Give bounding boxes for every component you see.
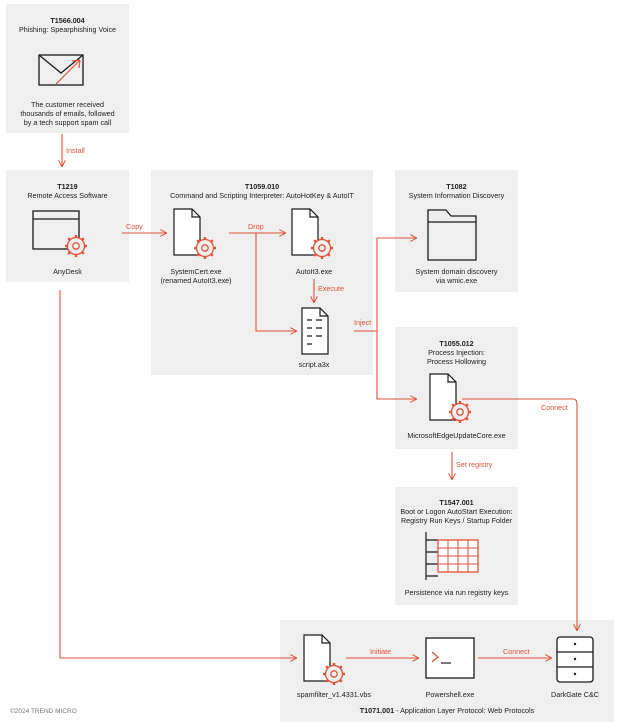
terminal-icon (425, 637, 475, 679)
remote-id: T1219 (57, 182, 78, 191)
discovery-desc-1: System domain discovery (415, 267, 498, 276)
edge-connect (462, 398, 577, 630)
autostart-title-2: Registry Run Keys / Startup Folder (400, 516, 513, 525)
edge-inject-label: Inject (354, 318, 372, 327)
edge-inject (354, 238, 416, 332)
script-file-icon (301, 307, 329, 355)
edge-drop-branch (255, 233, 296, 331)
edge-execute-label: Execute (318, 284, 344, 293)
webproto-id: T1071.001 (359, 706, 395, 715)
vbs-file-icon (303, 634, 347, 687)
darkgate-label: DarkGate C&C (551, 690, 599, 699)
edge-install-label: Install (66, 146, 85, 155)
systemcert-label: SystemCert.exe (170, 267, 222, 276)
application-window-icon (32, 210, 89, 259)
edge-connect-label: Connect (541, 403, 568, 412)
injection-title-2: Process Hollowing (426, 357, 487, 366)
phishing-desc-3: by a tech support spam call (23, 118, 112, 127)
envelope-icon (38, 54, 84, 86)
autostart-id: T1547.001 (439, 498, 474, 507)
systemcert-file-icon (173, 208, 218, 261)
autostart-title-1: Boot or Logon AutoStart Execution: (400, 507, 513, 516)
phishing-id: T1566.004 (50, 16, 85, 25)
powershell-label: Powershell.exe (425, 690, 475, 699)
copyright: ©2024 TREND MICRO (10, 708, 77, 715)
scripting-title: Command and Scripting Interpreter: AutoH… (170, 191, 354, 200)
autoit3-label: AutoIt3.exe (295, 267, 333, 276)
folder-icon (427, 209, 477, 261)
edge-connect2-label: Connect (503, 647, 530, 656)
edge-set-registry-label: Set registry (456, 460, 493, 469)
phishing-desc-2: thousands of emails, followed (20, 109, 115, 118)
edgeupdate-label: MicrosoftEdgeUpdateCore.exe (407, 431, 506, 440)
registry-table-icon (425, 532, 479, 580)
edge-copy-label: Copy (126, 222, 143, 231)
remote-title: Remote Access Software (27, 191, 108, 200)
edge-anydesk-down (59, 290, 296, 658)
scripting-id: T1059.010 (244, 182, 280, 191)
script-a3x-label: script.a3x (298, 360, 330, 369)
injection-title-1: Process Injection: (428, 348, 485, 357)
autoit3-file-icon (291, 208, 335, 261)
phishing-title: Phishing: Spearphishing Voice (18, 25, 117, 34)
webproto-caption: T1071.001 - Application Layer Protocol: … (280, 706, 614, 715)
phishing-desc-1: The customer received (30, 100, 105, 109)
injection-id: T1055.012 (439, 339, 474, 348)
discovery-title: System Information Discovery (408, 191, 505, 200)
edge-inject-branch (376, 331, 416, 399)
spamfilter-label: spamfilter_v1.4331.vbs (297, 690, 371, 699)
edge-initiate-label: Initiate (370, 647, 392, 656)
webproto-title: - Application Layer Protocol: Web Protoc… (394, 706, 535, 715)
discovery-desc-2: via wmic.exe (435, 276, 478, 285)
systemcert-sublabel: (renamed AutoIt3.exe) (160, 276, 232, 285)
anydesk-label: AnyDesk (53, 267, 82, 276)
server-icon (556, 636, 594, 683)
edge-drop-label: Drop (248, 222, 264, 231)
discovery-id: T1082 (446, 182, 467, 191)
scripting-panel (151, 170, 373, 375)
autostart-desc: Persistence via run registry keys (404, 588, 509, 597)
